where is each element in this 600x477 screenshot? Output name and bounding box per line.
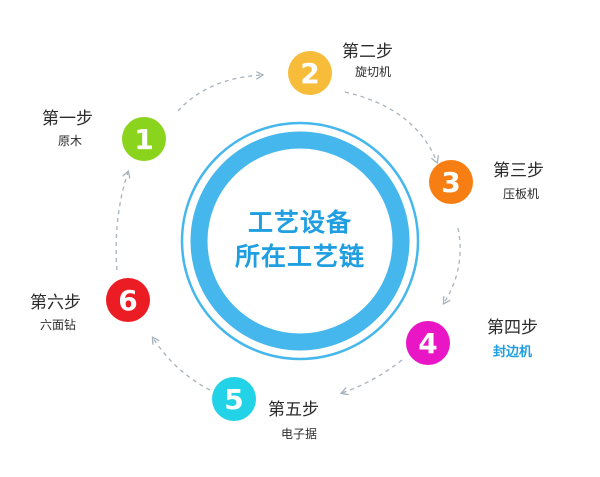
step-5-label: 电子据 bbox=[281, 427, 318, 441]
step-2-label: 旋切机 bbox=[355, 65, 392, 79]
arrow-step6-to-step1 bbox=[115, 172, 128, 271]
step-6-badge: 6 bbox=[106, 278, 150, 322]
step-4-label: 封边机 bbox=[493, 345, 533, 360]
step-6-title: 第六步 bbox=[30, 293, 81, 313]
arrow-step1-to-step2 bbox=[177, 75, 262, 112]
step-1-label: 原木 bbox=[58, 134, 83, 148]
thick-ring bbox=[190, 131, 410, 351]
outer-thin-ring bbox=[180, 121, 420, 361]
step-2-title: 第二步 bbox=[342, 42, 393, 62]
arrow-step4-to-step5 bbox=[342, 359, 403, 393]
arrow-step3-to-step4 bbox=[444, 227, 461, 303]
step-4-title: 第四步 bbox=[487, 318, 538, 338]
step-2-badge: 2 bbox=[288, 51, 332, 95]
step-6-label: 六面钻 bbox=[40, 318, 77, 332]
step-4-badge: 4 bbox=[406, 321, 450, 365]
center-title-line2: 所在工艺链 bbox=[234, 242, 365, 271]
center-title-line1: 工艺设备 bbox=[247, 208, 352, 237]
arrow-step2-to-step3 bbox=[344, 91, 437, 162]
step-3-label: 压板机 bbox=[503, 187, 540, 201]
step-1-title: 第一步 bbox=[42, 109, 93, 129]
step-3-badge: 3 bbox=[429, 160, 473, 204]
arrow-step5-to-step6 bbox=[153, 338, 211, 391]
step-5-title: 第五步 bbox=[268, 400, 319, 420]
step-3-title: 第三步 bbox=[493, 161, 544, 181]
step-1-badge: 1 bbox=[122, 117, 166, 161]
step-5-badge: 5 bbox=[212, 377, 256, 421]
